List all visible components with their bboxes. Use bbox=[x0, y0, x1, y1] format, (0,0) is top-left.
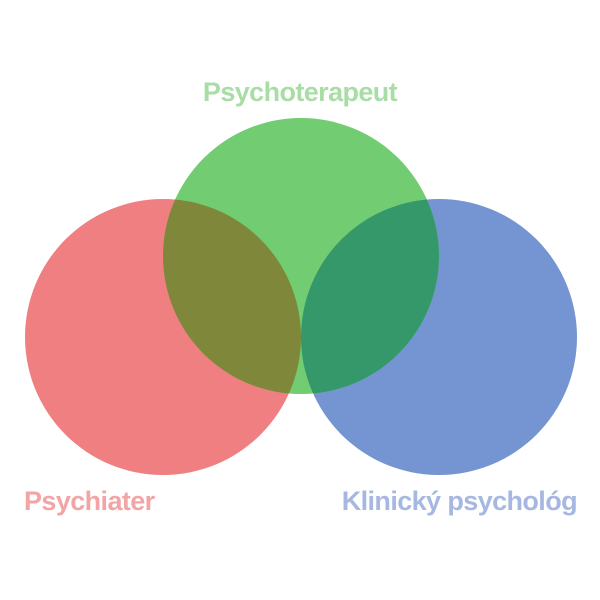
label-psychiater: Psychiater bbox=[24, 486, 156, 516]
overlap-psychiater-psychoterapeut bbox=[163, 199, 301, 394]
label-psychoterapeut: Psychoterapeut bbox=[203, 77, 398, 107]
overlap-psychoterapeut-klinicky bbox=[301, 199, 439, 394]
label-klinicky-psycholog: Klinický psychológ bbox=[342, 486, 577, 516]
